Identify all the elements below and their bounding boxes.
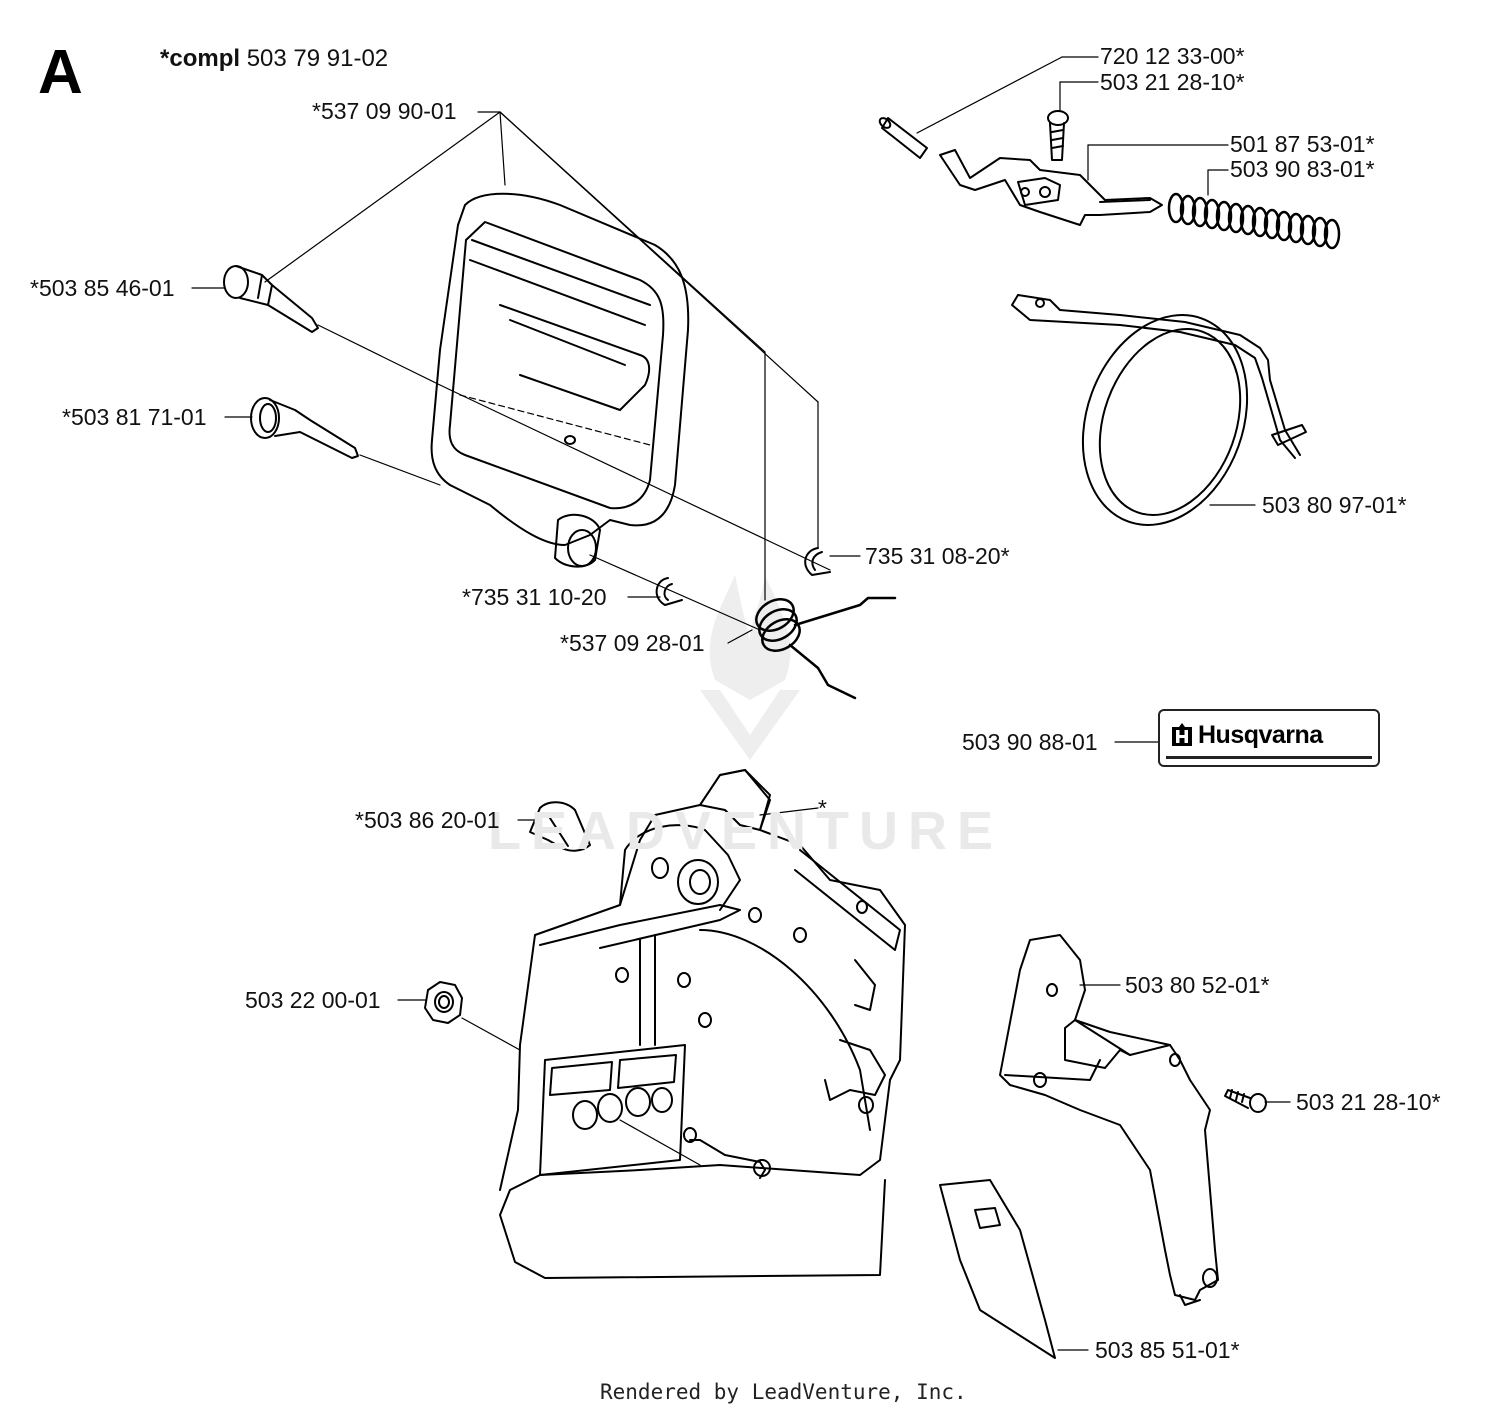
- section-letter: A: [38, 38, 83, 107]
- brake-lever-part: [939, 149, 1163, 226]
- part-label-503-85-51-01: 503 85 51-01*: [1095, 1337, 1240, 1363]
- screw-bottom-part: [1224, 1089, 1267, 1113]
- bolt-short-part: [250, 397, 359, 459]
- footer-credit: Rendered by LeadVenture, Inc.: [600, 1380, 967, 1404]
- pin-part: [878, 117, 928, 159]
- part-label-503-21-28-10-bottom: 503 21 28-10*: [1296, 1089, 1441, 1115]
- leader-lines: [191, 56, 1291, 1351]
- part-label-503-90-83-01: 503 90 83-01*: [1230, 156, 1375, 182]
- part-label-735-31-10-20: *735 31 10-20: [462, 584, 607, 610]
- part-label-537-09-90-01: *537 09 90-01: [312, 98, 457, 124]
- bolt-long-part: [223, 265, 319, 333]
- husqvarna-brand-text: Husqvarna: [1198, 721, 1323, 749]
- part-label-503-81-71-01: *503 81 71-01: [62, 404, 207, 430]
- part-label-503-86-20-01: *503 86 20-01: [355, 807, 500, 833]
- clutch-cover-part: [430, 192, 690, 568]
- decal-underline: [1166, 756, 1372, 759]
- part-label-503-80-97-01: 503 80 97-01*: [1262, 492, 1407, 518]
- part-label-asterisk: *: [818, 795, 827, 821]
- part-label-720-12-33-00: 720 12 33-00*: [1100, 43, 1245, 69]
- part-label-537-09-28-01: *537 09 28-01: [560, 630, 705, 656]
- husqvarna-decal: Husqvarna: [1158, 709, 1380, 767]
- complete-assembly-label: *compl 503 79 91-02: [160, 45, 388, 73]
- flange-nut-part: [424, 981, 463, 1024]
- watermark-text: LEADVENTURE: [488, 801, 1004, 861]
- torsion-spring-part: [755, 596, 897, 700]
- circlip-large-part: [804, 547, 831, 576]
- chain-brake-housing-part: [499, 769, 906, 1279]
- compl-number: 503 79 91-02: [246, 45, 389, 72]
- brake-band-part: [1011, 294, 1307, 526]
- circlip-small-part: [655, 577, 683, 606]
- part-label-503-21-28-10-top: 503 21 28-10*: [1100, 69, 1245, 95]
- part-label-503-80-52-01: 503 80 52-01*: [1125, 972, 1270, 998]
- part-label-503-22-00-01: 503 22 00-01: [245, 987, 381, 1013]
- plate-part: [939, 1179, 1056, 1359]
- husqvarna-logo-icon: [1172, 723, 1192, 746]
- chain-guard-part: [999, 934, 1219, 1306]
- part-label-735-31-08-20: 735 31 08-20*: [865, 543, 1010, 569]
- screw-top-part: [1047, 110, 1069, 161]
- watermark-emblem: [700, 575, 800, 760]
- part-label-503-85-46-01: *503 85 46-01: [30, 275, 175, 301]
- part-label-501-87-53-01: 501 87 53-01*: [1230, 131, 1375, 157]
- retainer-clip-part: [529, 801, 591, 852]
- part-label-503-90-88-01: 503 90 88-01: [962, 729, 1098, 755]
- compl-prefix: *compl: [160, 45, 241, 72]
- spring-part: [1167, 192, 1341, 250]
